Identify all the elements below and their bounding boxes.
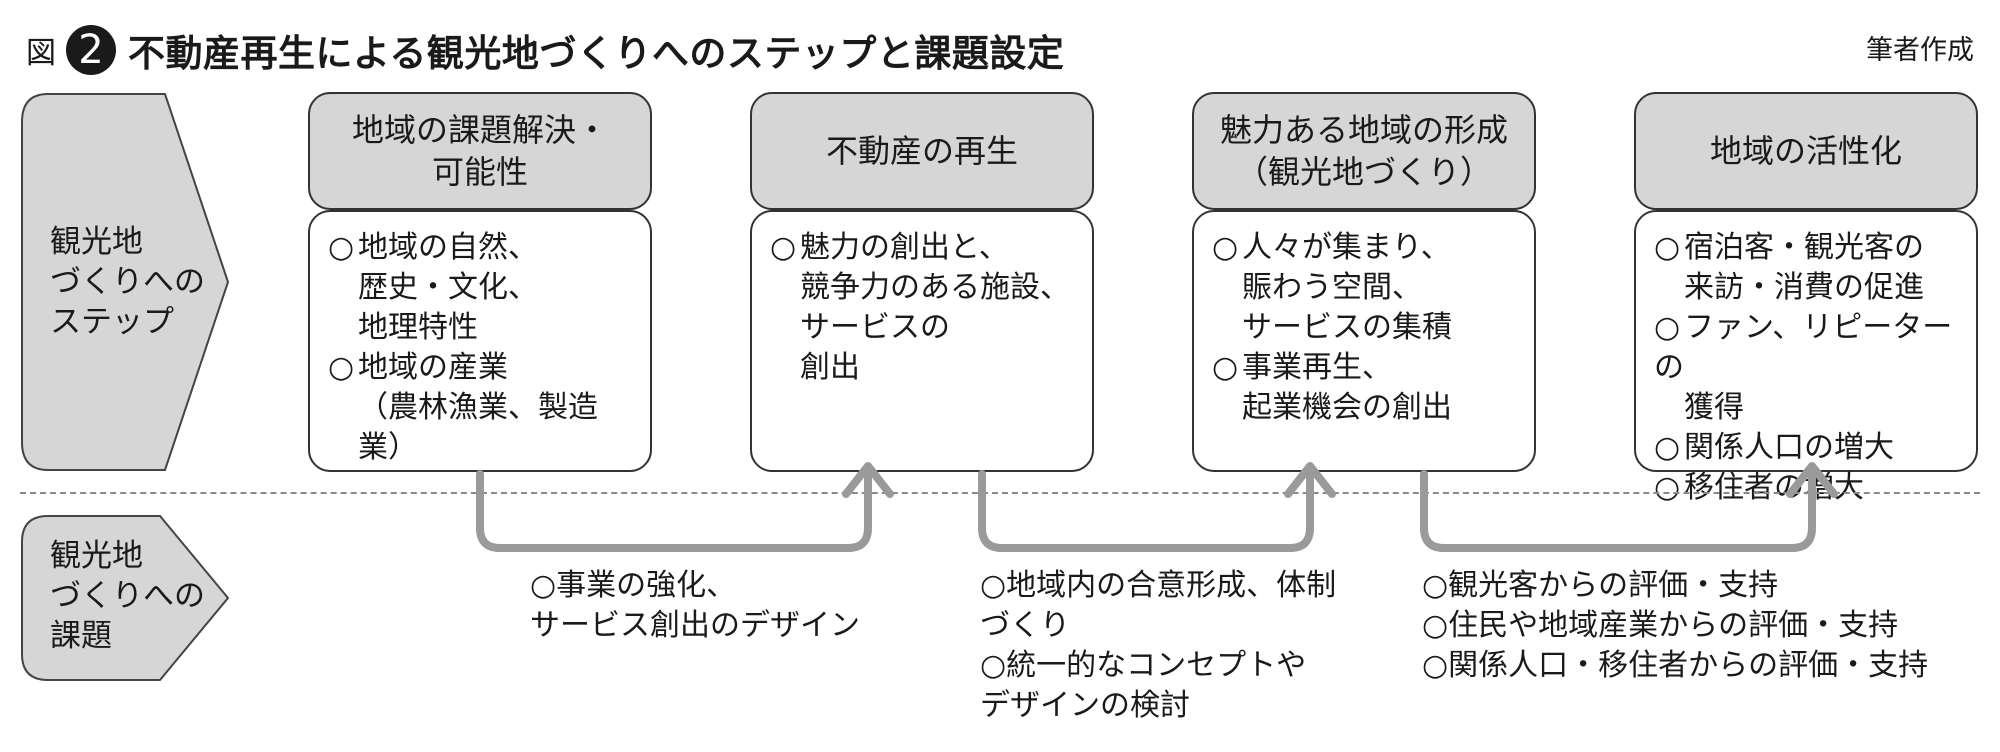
task-block-1: ○事業の強化、 サービス創出のデザイン	[530, 566, 860, 646]
connector-arrow-2	[978, 464, 1314, 552]
figure-label: 図	[26, 36, 56, 71]
step-card-2: 不動産の再生 ○魅力の創出と、競争力のある施設、サービスの創出	[750, 92, 1094, 472]
task-line: ○事業の強化、	[530, 568, 737, 603]
figure-number-badge: 2	[66, 25, 116, 75]
figure-title: 不動産再生による観光地づくりへのステップと課題設定	[128, 32, 1065, 75]
figure-title-row: 図 2 不動産再生による観光地づくりへのステップと課題設定	[26, 25, 1065, 75]
lane-label-steps: 観光地 づくりへの ステップ	[0, 92, 240, 472]
list-item: ○人々が集まり、賑わう空間、サービスの集積	[1212, 230, 1452, 345]
step-card-1: 地域の課題解決・ 可能性 ○地域の自然、歴史・文化、地理特性 ○地域の産業（農林…	[308, 92, 652, 472]
step-body: ○地域の自然、歴史・文化、地理特性 ○地域の産業（農林漁業、製造業）	[308, 210, 652, 472]
task-block-2: ○地域内の合意形成、体制 づくり ○統一的なコンセプトや デザインの検討	[980, 566, 1336, 726]
step-body: ○魅力の創出と、競争力のある施設、サービスの創出	[750, 210, 1094, 472]
list-item: ○地域の産業（農林漁業、製造業）	[328, 350, 598, 465]
step-heading: 魅力ある地域の形成 （観光地づくり）	[1192, 92, 1536, 210]
lane-tasks-shape	[21, 515, 230, 681]
task-line: ○観光客からの評価・支持	[1422, 568, 1779, 603]
author-credit: 筆者作成	[1866, 35, 1974, 66]
task-line: サービス創出のデザイン	[530, 608, 860, 643]
list-item: ○事業再生、起業機会の創出	[1212, 350, 1452, 425]
lane-label-tasks: 観光地 づくりへの 課題	[0, 514, 240, 682]
list-item: ○地域の自然、歴史・文化、地理特性	[328, 230, 538, 345]
task-block-3: ○観光客からの評価・支持 ○住民や地域産業からの評価・支持 ○関係人口・移住者か…	[1422, 566, 1928, 686]
list-item: ○宿泊客・観光客の来訪・消費の促進	[1654, 230, 1924, 305]
connector-arrow-head-2	[1284, 462, 1336, 498]
step-card-3: 魅力ある地域の形成 （観光地づくり） ○人々が集まり、賑わう空間、サービスの集積…	[1192, 92, 1536, 472]
lane-tasks-text: 観光地 づくりへの 課題	[50, 538, 205, 654]
step-body: ○宿泊客・観光客の来訪・消費の促進 ○ファン、リピーターの獲得 ○関係人口の増大…	[1634, 210, 1978, 505]
task-line: づくり	[980, 608, 1070, 643]
connector-arrow-3	[1420, 464, 1816, 552]
task-line: ○住民や地域産業からの評価・支持	[1422, 608, 1899, 643]
lane-steps-shape	[21, 93, 230, 471]
step-heading: 地域の活性化	[1634, 92, 1978, 210]
step-body: ○人々が集まり、賑わう空間、サービスの集積 ○事業再生、起業機会の創出	[1192, 210, 1536, 472]
list-item: ○魅力の創出と、競争力のある施設、サービスの創出	[770, 230, 1070, 385]
lane-steps-text: 観光地 づくりへの ステップ	[50, 224, 205, 340]
step-heading: 地域の課題解決・ 可能性	[308, 92, 652, 210]
list-item: ○関係人口の増大	[1654, 430, 1894, 465]
task-line: デザインの検討	[980, 688, 1190, 723]
list-item: ○ファン、リピーターの獲得	[1654, 310, 1953, 425]
task-line: ○関係人口・移住者からの評価・支持	[1422, 648, 1929, 683]
step-heading: 不動産の再生	[750, 92, 1094, 210]
connector-arrow-1	[476, 464, 872, 552]
connector-arrow-head-3	[1786, 462, 1838, 498]
step-card-4: 地域の活性化 ○宿泊客・観光客の来訪・消費の促進 ○ファン、リピーターの獲得 ○…	[1634, 92, 1978, 505]
lane-divider	[20, 492, 1980, 494]
connector-arrow-head-1	[842, 462, 894, 498]
task-line: ○統一的なコンセプトや	[980, 648, 1307, 683]
task-line: ○地域内の合意形成、体制	[980, 568, 1337, 603]
list-item: ○移住者の増大	[1654, 470, 1864, 505]
